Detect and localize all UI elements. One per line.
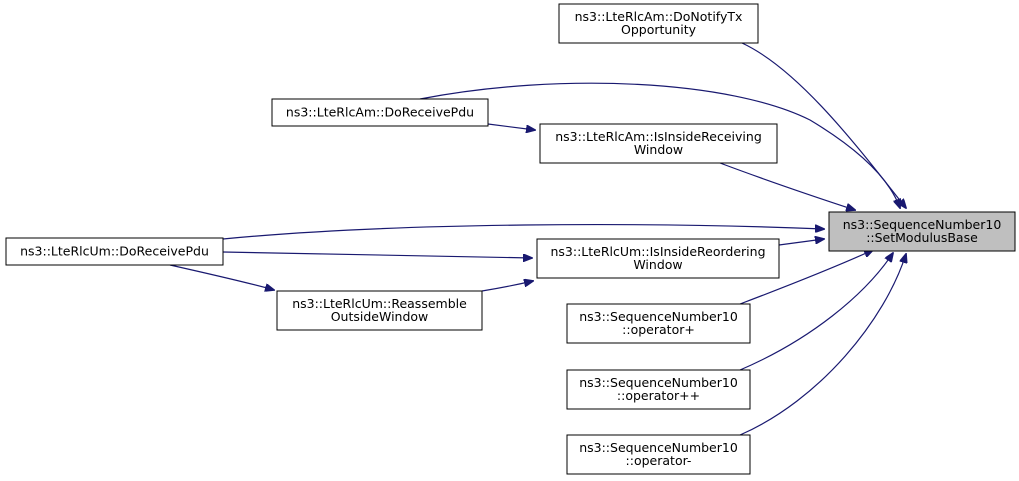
node-am-receivepdu[interactable]: ns3::LteRlcAm::DoReceivePdu <box>271 98 489 127</box>
edge-line <box>739 254 906 436</box>
node-label-line: ::operator- <box>626 453 692 468</box>
node-label-line: ns3::LteRlcUm::IsInsideReordering <box>550 244 765 259</box>
edge-line <box>487 123 535 130</box>
node-box <box>271 98 489 127</box>
node-label-line: ns3::SequenceNumber10 <box>579 309 738 324</box>
node-box <box>539 123 778 164</box>
node-label-line: ns3::LteRlcAm::IsInsideReceiving <box>555 129 762 144</box>
node-box <box>828 211 1016 252</box>
edge-um_receivepdu-to-focus <box>222 224 824 240</box>
edge-line <box>739 253 893 371</box>
node-box <box>566 303 751 344</box>
node-label-line: ::operator+ <box>622 322 695 337</box>
node-box <box>276 290 483 331</box>
edge-line <box>719 162 855 210</box>
node-sn-plus[interactable]: ns3::SequenceNumber10::operator+ <box>566 303 751 344</box>
node-box <box>566 369 751 410</box>
node-label-line: ::operator++ <box>617 388 700 403</box>
node-label-line: Window <box>633 257 682 272</box>
node-label-line: ns3::LteRlcAm::DoNotifyTx <box>575 9 743 24</box>
edge-sn_minus-to-focus <box>739 254 906 436</box>
node-label-line: Window <box>634 142 683 157</box>
node-focus: ns3::SequenceNumber10::SetModulusBase <box>828 211 1016 252</box>
edge-line <box>778 239 824 246</box>
edge-sn_plus-to-focus <box>739 250 873 305</box>
node-label-line: ns3::LteRlcUm::DoReceivePdu <box>20 244 209 259</box>
node-label-line: OutsideWindow <box>331 309 429 324</box>
node-label-line: ns3::LteRlcUm::Reassemble <box>292 296 467 311</box>
edge-line <box>739 250 873 305</box>
edge-um_receivepdu-to-um_reassemble <box>169 264 274 290</box>
edge-am_receivepdu-to-focus <box>419 82 900 208</box>
edge-sn_plusplus-to-focus <box>739 253 893 371</box>
edge-line <box>169 264 274 290</box>
node-label-line: ::SetModulusBase <box>866 230 978 245</box>
node-box <box>536 238 780 279</box>
node-label-line: ns3::LteRlcAm::DoReceivePdu <box>286 105 474 120</box>
edge-um_isinside-to-focus <box>778 239 824 246</box>
edge-line <box>481 281 533 292</box>
edge-line <box>222 224 824 240</box>
node-um-receivepdu[interactable]: ns3::LteRlcUm::DoReceivePdu <box>5 237 224 266</box>
edge-um_receivepdu-to-um_isinside <box>222 251 532 258</box>
edge-um_reassemble-to-um_isinside <box>481 281 533 292</box>
node-sn-minus[interactable]: ns3::SequenceNumber10::operator- <box>566 434 751 475</box>
edge-am_isinside-to-focus <box>719 162 855 210</box>
node-label-line: ns3::SequenceNumber10 <box>579 375 738 390</box>
node-box <box>558 3 759 44</box>
edge-line <box>419 82 900 208</box>
edge-am_receivepdu-to-am_isinside <box>487 123 535 130</box>
node-label-line: ns3::SequenceNumber10 <box>579 440 738 455</box>
node-label-line: ns3::SequenceNumber10 <box>843 217 1002 232</box>
edge-line <box>222 251 532 258</box>
node-box <box>5 237 224 266</box>
node-label-line: Opportunity <box>621 22 697 37</box>
node-box <box>566 434 751 475</box>
node-sn-plusplus[interactable]: ns3::SequenceNumber10::operator++ <box>566 369 751 410</box>
